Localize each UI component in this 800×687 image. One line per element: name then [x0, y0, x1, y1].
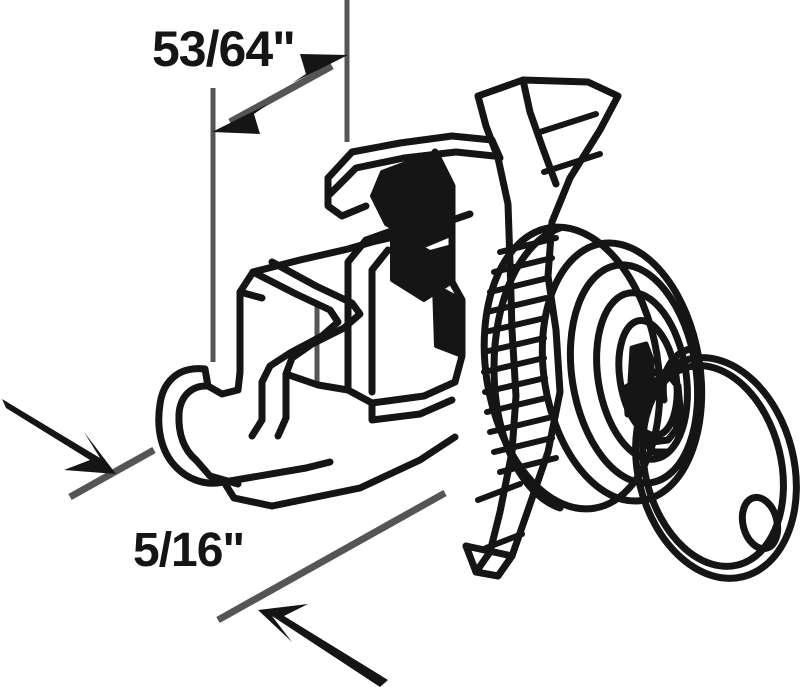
- knurl-line: [491, 255, 555, 275]
- arrow-upper-pointer: [2, 399, 116, 474]
- knurl-hatching: [481, 235, 559, 475]
- tang-flat-plate: [462, 542, 516, 560]
- knurl-line: [482, 375, 548, 395]
- housing-left-wall: [324, 174, 370, 220]
- knurl-line: [482, 315, 548, 335]
- cam-hook-outer: [155, 365, 334, 487]
- housing-right-contour: [431, 148, 466, 386]
- mounting-tang-fold: [519, 76, 560, 188]
- housing-front-face: [344, 224, 404, 394]
- knurl-line: [481, 355, 547, 375]
- zigzag-bracket-web: [236, 288, 266, 302]
- tang-hatch-4: [483, 531, 525, 551]
- cam-hook-notch: [201, 365, 244, 398]
- leader-line-lower: [216, 489, 447, 624]
- key-blade-notch-2: [632, 364, 654, 386]
- tang-hatch-3: [475, 481, 523, 503]
- bracket-right-wall: [282, 370, 352, 394]
- knurl-line: [481, 335, 547, 355]
- lock-assembly: [155, 76, 800, 582]
- cam-body-lower-edge: [192, 456, 242, 488]
- knurl-line: [484, 295, 549, 315]
- arrow-53-64-shaft: [228, 62, 334, 126]
- key-bow-outer: [632, 354, 800, 582]
- arrow-53-64-head-left: [212, 104, 268, 134]
- housing-top-panel-lower: [326, 148, 498, 198]
- knurl-line: [491, 435, 555, 455]
- cam-hook-inner: [175, 382, 212, 464]
- arrow-lower-pointer: [258, 604, 388, 687]
- mounting-tang-inner: [472, 92, 520, 576]
- key-bow-shoulder-link: [659, 344, 698, 404]
- knurl-line: [497, 455, 559, 475]
- key-bow-inner-edge: [639, 362, 787, 570]
- tang-hatch-1: [537, 111, 599, 135]
- knurled-ring-outer: [480, 223, 664, 513]
- arrow-53-64-head-right: [292, 54, 348, 83]
- tang-hatch-2: [541, 151, 603, 175]
- knurl-line: [487, 275, 551, 295]
- arrow-53-64: [212, 54, 348, 134]
- dimension-label-thickness: 5/16": [133, 524, 244, 577]
- housing-front-edge-2: [368, 246, 392, 396]
- dimension-label-width: 53/64": [152, 21, 295, 77]
- key-bow-hole: [738, 493, 782, 553]
- cam-body-underside: [220, 433, 459, 510]
- dimension-arrows: [2, 54, 388, 687]
- housing-bottom-rail-2: [368, 396, 456, 424]
- zigzag-bracket-step-2: [268, 258, 364, 440]
- knurl-line: [484, 395, 549, 415]
- knurl-line: [497, 235, 559, 255]
- housing-bottom-rail: [344, 378, 459, 407]
- knurl-line: [487, 415, 551, 435]
